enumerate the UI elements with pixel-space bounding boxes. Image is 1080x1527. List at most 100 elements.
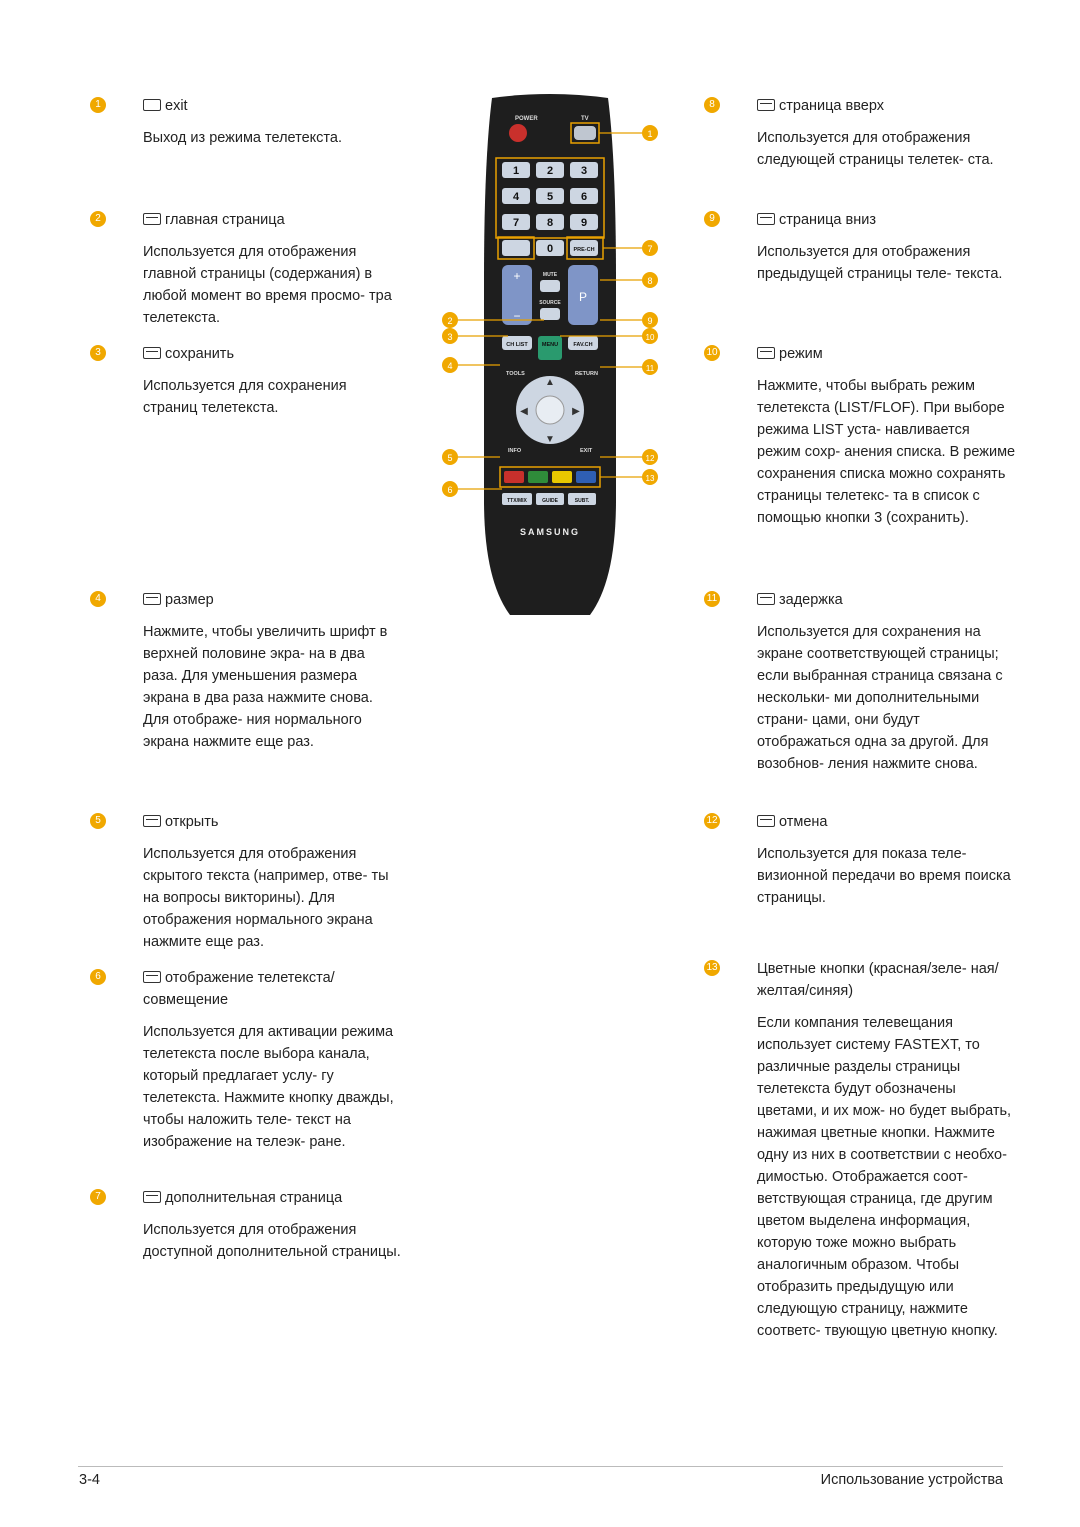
section-title: Использование устройства — [820, 1472, 1003, 1488]
svg-text:7: 7 — [647, 244, 652, 254]
page-number: 3-4 — [79, 1472, 100, 1488]
digit-1: 1 — [502, 162, 530, 178]
svg-text:2: 2 — [447, 316, 452, 326]
entry-heading: открыть — [143, 813, 398, 831]
digit-9: 9 — [570, 214, 598, 230]
menu-label: MENU — [542, 342, 558, 348]
teletext-mix-icon — [143, 971, 161, 983]
exit-label: EXIT — [580, 448, 593, 454]
entry-heading: главная страница — [143, 211, 398, 229]
entry-description: Выход из режима телетекста. — [143, 130, 342, 146]
index-icon — [143, 213, 161, 225]
callout-9 — [642, 312, 658, 328]
callout-10 — [642, 328, 658, 344]
volume-up-icon: + — [513, 269, 520, 283]
prech-label: PRE-CH — [573, 247, 594, 253]
blue-button — [576, 471, 596, 483]
tv-label: TV — [581, 116, 589, 122]
entry-description: Используется для активации режима телете… — [143, 1024, 394, 1150]
callout-number: 7 — [90, 1189, 106, 1205]
entry-description: Используется для отображения главной стр… — [143, 244, 392, 326]
cancel-icon — [757, 815, 775, 827]
digit-7: 7 — [502, 214, 530, 230]
subt-label: SUBT. — [575, 498, 590, 504]
source-label: SOURCE — [539, 300, 561, 306]
entry-heading: размер — [143, 591, 398, 609]
chlist-button — [502, 336, 532, 350]
guide-button — [536, 493, 564, 505]
svg-text:0: 0 — [547, 243, 553, 255]
green-button — [528, 471, 548, 483]
entry-description: Используется для отображения скрытого те… — [143, 846, 389, 950]
digit-5: 5 — [536, 188, 564, 204]
ttx-source-button — [502, 240, 530, 256]
callout-number: 2 — [90, 211, 106, 227]
power-button — [509, 124, 527, 142]
mode-icon — [757, 347, 775, 359]
tv-button — [574, 126, 596, 140]
mute-button — [540, 280, 560, 292]
favch-button — [568, 336, 598, 350]
svg-text:10: 10 — [646, 333, 655, 342]
digit-4: 4 — [502, 188, 530, 204]
callout-number: 3 — [90, 345, 106, 361]
mute-label: MUTE — [543, 272, 558, 278]
hold-icon — [757, 593, 775, 605]
entry-heading: exit — [143, 97, 398, 115]
callout-13 — [642, 469, 658, 485]
entry-description: Если компания телевещания использует сис… — [757, 1015, 1012, 1339]
page-down-icon — [757, 213, 775, 225]
entry-heading: задержка — [757, 591, 1012, 609]
ttx-label: TTX/MIX — [507, 498, 527, 504]
red-button — [504, 471, 524, 483]
svg-text:6: 6 — [581, 191, 587, 203]
footer-divider — [78, 1466, 1003, 1467]
callout-box-frame — [497, 236, 535, 260]
entry-heading: отмена — [757, 813, 1012, 831]
entry-heading: страница вверх — [757, 97, 1012, 115]
callout-number: 11 — [704, 591, 720, 607]
callout-number: 10 — [704, 345, 720, 361]
svg-text:3: 3 — [447, 332, 452, 342]
callout-12 — [642, 449, 658, 465]
tools-label: TOOLS — [506, 371, 525, 377]
callout-number: 8 — [704, 97, 720, 113]
entry-description: Используется для сохранения на экране со… — [757, 624, 1003, 772]
digit-6: 6 — [570, 188, 598, 204]
svg-text:3: 3 — [581, 165, 587, 177]
callout-6 — [442, 481, 458, 497]
svg-text:5: 5 — [547, 191, 553, 203]
guide-label: GUIDE — [542, 498, 559, 504]
remote-control-illustration: POWER TV 1 2 3 4 5 6 7 8 9 0 PRE-CH + − … — [442, 94, 658, 615]
entry-heading: отображение телетекста/ совмещение — [143, 970, 335, 1008]
size-icon — [143, 593, 161, 605]
digit-0: 0 — [536, 240, 564, 256]
return-label: RETURN — [575, 371, 598, 377]
callout-4 — [442, 357, 458, 373]
brand-logo: SAMSUNG — [520, 527, 580, 537]
entry-heading: страница вниз — [757, 211, 1012, 229]
chlist-label: CH LIST — [506, 342, 528, 348]
svg-text:2: 2 — [547, 165, 553, 177]
entry-heading: сохранить — [143, 345, 398, 363]
entry-heading: дополнительная страница — [143, 1189, 398, 1207]
callout-11 — [642, 359, 658, 375]
power-label: POWER — [515, 116, 538, 122]
callout-2 — [442, 312, 458, 328]
entry-description: Нажмите, чтобы увеличить шрифт в верхней… — [143, 624, 388, 750]
svg-text:4: 4 — [513, 191, 520, 203]
svg-text:5: 5 — [447, 453, 452, 463]
svg-text:1: 1 — [513, 165, 519, 177]
prech-button — [570, 240, 598, 256]
callout-markers: 1 2 3 4 5 6 7 8 9 10 11 12 13 — [442, 125, 658, 497]
svg-text:9: 9 — [647, 316, 652, 326]
source-button — [540, 308, 560, 320]
callout-3 — [442, 328, 458, 344]
svg-text:8: 8 — [647, 276, 652, 286]
callout-number: 5 — [90, 813, 106, 829]
channel-label: P — [579, 290, 587, 304]
volume-down-icon: − — [513, 309, 520, 323]
entry-description: Используется для отображения предыдущей … — [757, 244, 1003, 282]
favch-label: FAV.CH — [573, 342, 592, 348]
callout-number: 4 — [90, 591, 106, 607]
